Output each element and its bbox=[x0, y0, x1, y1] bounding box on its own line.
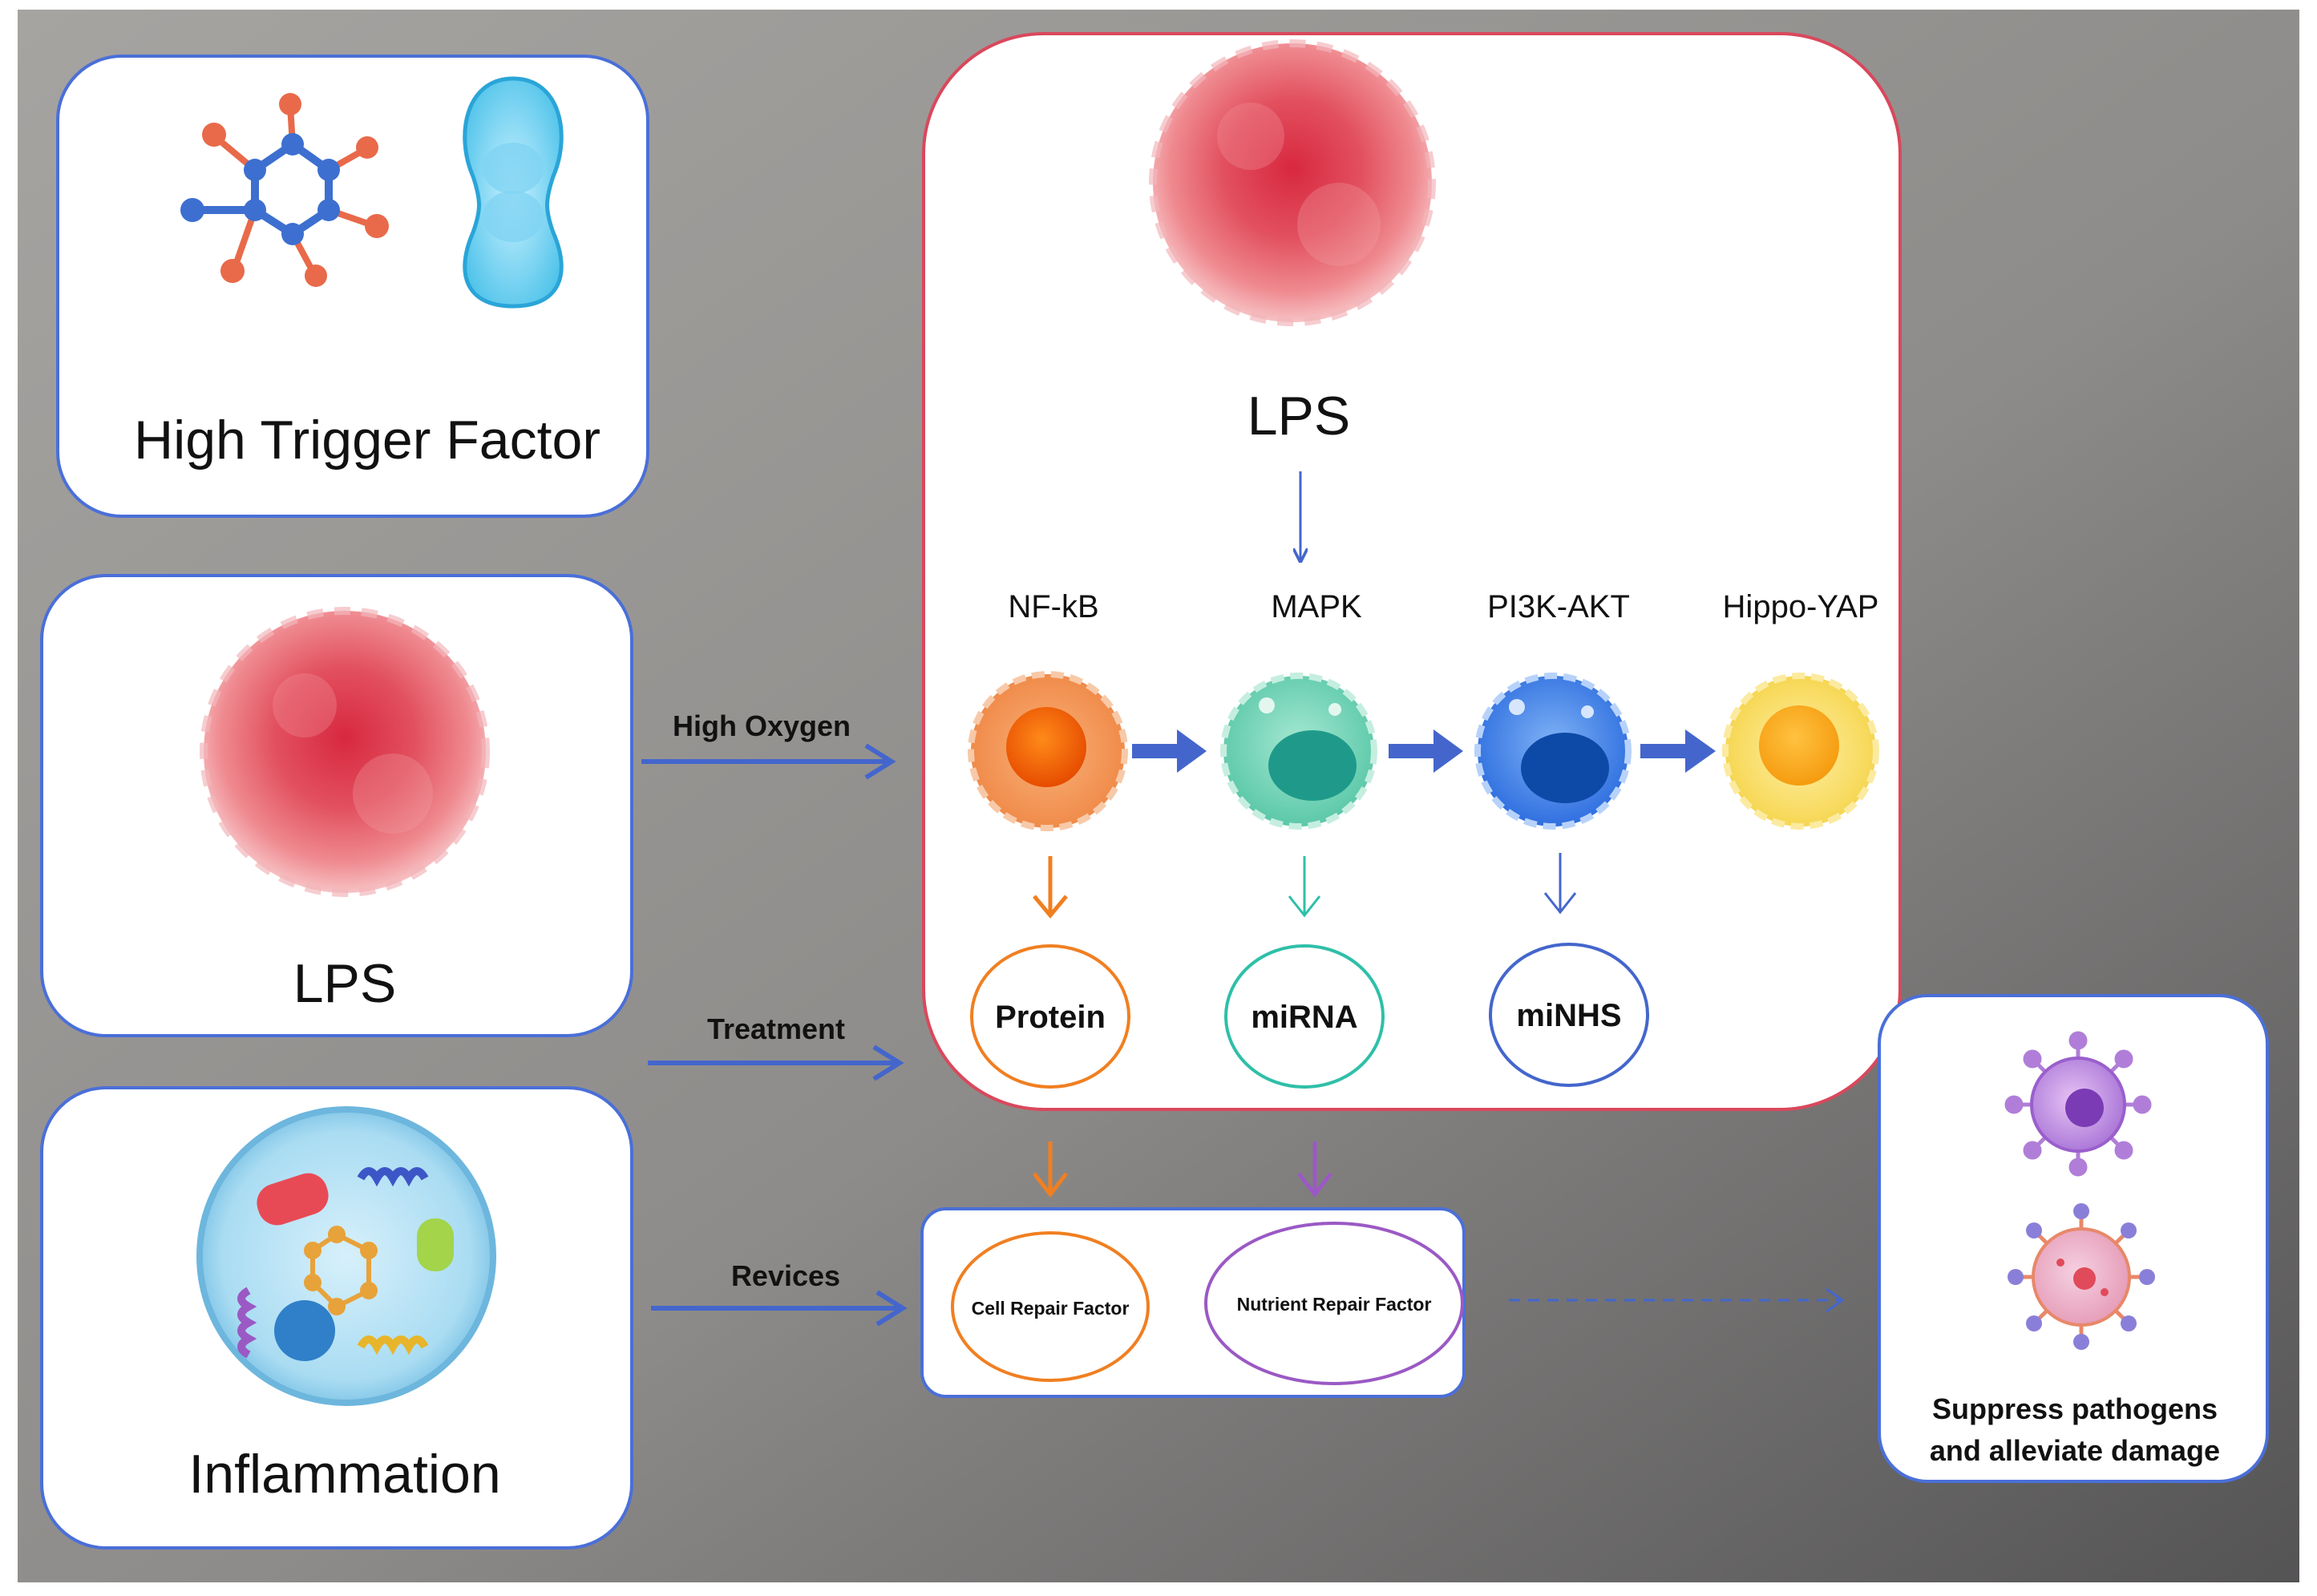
nutrient-repair-label: Nutrient Repair Factor bbox=[1237, 1294, 1432, 1315]
purple-pathogen-icon bbox=[2004, 1031, 2152, 1177]
lps-cell-icon bbox=[200, 607, 490, 897]
minhs-label: miNHS bbox=[1516, 998, 1621, 1033]
pathway-label-mapk: MAPK bbox=[1271, 589, 1362, 624]
trigger-panel: High Trigger Factor bbox=[56, 55, 649, 518]
main-pathway-panel: LPS NF-kB MAPK PI3K-AKT Hippo-YAP bbox=[922, 32, 1902, 1111]
revices-label: Revices bbox=[731, 1259, 840, 1292]
protein-label: Protein bbox=[995, 1000, 1106, 1035]
protein-node bbox=[970, 944, 1130, 1089]
pi3k-cell-icon bbox=[1474, 673, 1632, 830]
treatment-label: Treatment bbox=[707, 1012, 845, 1045]
minhs-node bbox=[1489, 943, 1649, 1087]
outcome-panel: Suppress pathogens and alleviate damage bbox=[1878, 994, 2269, 1483]
molecule-icon bbox=[180, 93, 389, 287]
nfkb-cell-icon bbox=[968, 671, 1128, 831]
pathway-label-nfkb: NF-kB bbox=[1008, 589, 1098, 624]
lps-left-panel: LPS bbox=[40, 574, 633, 1037]
repair-factors-panel: Cell Repair Factor Nutrient Repair Facto… bbox=[920, 1141, 1466, 1398]
outcome-line-1: Suppress pathogens bbox=[1932, 1392, 2218, 1425]
mirna-label: miRNA bbox=[1251, 1000, 1357, 1035]
salmon-pathogen-icon bbox=[2008, 1203, 2155, 1350]
inflammation-label: Inflammation bbox=[188, 1444, 500, 1505]
outcome-line-2: and alleviate damage bbox=[1930, 1434, 2220, 1467]
inflammation-panel: Inflammation bbox=[40, 1086, 633, 1550]
cascade-arrows bbox=[1132, 729, 1716, 773]
high-oxygen-label: High Oxygen bbox=[673, 709, 851, 742]
input-arrows: High Oxygen Treatment Revices bbox=[641, 709, 908, 1327]
trigger-label: High Trigger Factor bbox=[134, 410, 600, 471]
pathway-label-hippo: Hippo-YAP bbox=[1723, 589, 1879, 624]
nutrient-repair-node bbox=[1204, 1222, 1464, 1385]
hippo-cell-icon bbox=[1722, 673, 1879, 830]
dividing-cell-icon bbox=[463, 76, 564, 309]
mapk-cell-icon bbox=[1220, 673, 1377, 830]
mirna-node bbox=[1224, 944, 1385, 1089]
cell-repair-node bbox=[951, 1231, 1150, 1382]
pathway-label-pi3k: PI3K-AKT bbox=[1487, 589, 1630, 624]
lps-left-label: LPS bbox=[293, 953, 397, 1014]
inflammation-cell-icon bbox=[196, 1106, 496, 1406]
cell-repair-label: Cell Repair Factor bbox=[972, 1298, 1130, 1319]
lps-main-cell-icon bbox=[1149, 39, 1436, 326]
lps-main-label: LPS bbox=[1247, 386, 1351, 446]
